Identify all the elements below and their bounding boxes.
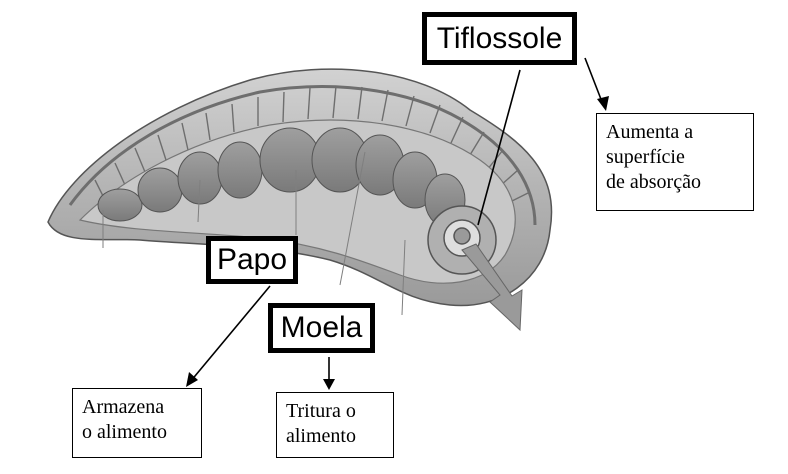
- note-tiflossole-line: Aumenta a: [606, 121, 694, 143]
- label-tiflossole: Tiflossole: [422, 12, 577, 65]
- note-moela: Tritura o alimento: [276, 392, 394, 458]
- label-papo: Papo: [206, 236, 298, 284]
- note-papo-line: Armazena: [82, 396, 165, 418]
- note-tiflossole-line: superfície: [606, 146, 685, 168]
- note-papo: Armazena o alimento: [72, 388, 202, 458]
- label-tiflossole-text: Tiflossole: [436, 21, 563, 55]
- detail-lines: [102, 151, 406, 316]
- label-moela: Moela: [268, 303, 375, 353]
- note-tiflossole: Aumenta a superfície de absorção: [596, 113, 754, 211]
- label-moela-text: Moela: [280, 311, 363, 344]
- worm-dorsal-ridge: [68, 85, 537, 226]
- note-tiflossole-line: de absorção: [606, 171, 701, 193]
- worm-segments: [94, 85, 529, 204]
- note-moela-line: Tritura o: [286, 400, 356, 422]
- label-papo-text: Papo: [216, 243, 288, 276]
- note-papo-line: o alimento: [82, 421, 167, 443]
- section-arrow: [461, 243, 523, 332]
- connector-arrowheads: [186, 96, 609, 390]
- worm-gut: [97, 127, 466, 227]
- note-moela-line: alimento: [286, 425, 356, 447]
